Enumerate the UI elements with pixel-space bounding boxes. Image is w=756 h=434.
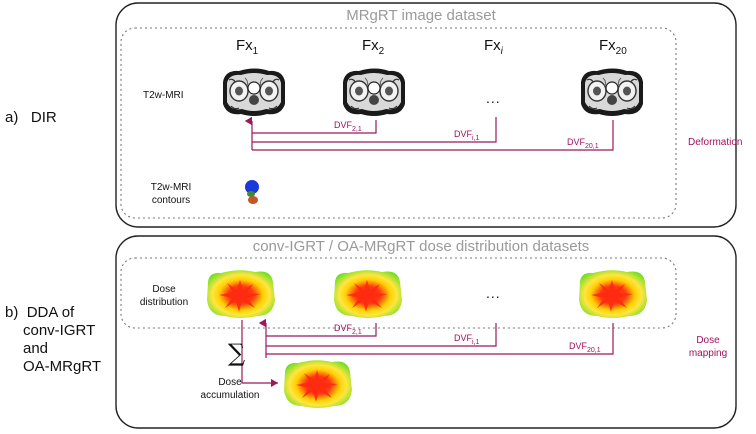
section-b-line2: conv-IGRT	[23, 322, 96, 339]
dvf-2-1-sub-a: 2,1	[352, 125, 362, 133]
mri-fx20-image	[580, 67, 644, 117]
row-t2w-mri-label: T2w-MRI	[143, 90, 184, 101]
dvf-arrows-b	[241, 318, 614, 388]
fx2-sub: 2	[378, 46, 385, 57]
section-a-name: DIR	[30, 109, 57, 126]
section-b-line4: OA-MRgRT	[23, 358, 102, 375]
dvf-20-1-label-b: DVF20,1	[569, 341, 601, 354]
dose-mapping-line1: Dose	[696, 335, 720, 346]
dose-mapping-note: Dose mapping	[686, 334, 730, 360]
mri-fx2-image	[342, 67, 406, 117]
dvf-2-1-base-a: DVF	[334, 120, 352, 130]
dose-accumulation-line1: Dose	[218, 377, 242, 388]
fx1-sub: 1	[252, 46, 259, 57]
section-b-letter: b)	[5, 304, 19, 321]
dose-fx2-image	[334, 270, 402, 318]
dvf-20-1-sub-a: 20,1	[585, 142, 599, 150]
fx1-base: Fx	[236, 37, 253, 54]
contours-image	[245, 180, 259, 204]
fxi-sub: i	[500, 46, 503, 57]
dvf-2-1-base-b: DVF	[334, 323, 352, 333]
dose-mapping-line2: mapping	[688, 348, 728, 359]
panel-a-dashed-group	[120, 27, 677, 219]
row-contours-line2: contours	[151, 195, 191, 206]
row-contours-line1: T2w-MRI	[150, 182, 192, 193]
ellipsis-a: ...	[486, 90, 501, 106]
dvf-20-1-sub-b: 20,1	[587, 346, 601, 354]
dose-accumulation-label: Dose accumulation	[188, 376, 272, 402]
section-a-letter: a)	[5, 109, 19, 126]
row-contours-label: T2w-MRI contours	[143, 181, 199, 207]
row-dose-line1: Dose	[152, 284, 176, 295]
fx20-label: Fx20	[599, 37, 627, 57]
dose-fx1-image	[207, 270, 275, 318]
fxi-label: Fxi	[484, 37, 503, 57]
fx1-label: Fx1	[236, 37, 258, 57]
dvf-2-1-sub-b: 2,1	[352, 328, 362, 336]
row-dose-distribution-label: Dose distribution	[128, 283, 200, 309]
dvf-2-1-label-b: DVF2,1	[334, 323, 362, 336]
dvf-arrows-a	[244, 116, 614, 151]
fx20-base: Fx	[599, 37, 616, 54]
dose-accumulated-image	[284, 360, 352, 408]
dvf-i-1-base-a: DVF	[454, 129, 472, 139]
fx2-label: Fx2	[362, 37, 384, 57]
dose-fx20-image	[579, 270, 647, 318]
ellipsis-b: ...	[486, 285, 501, 301]
panel-b-dashed-group	[120, 257, 677, 329]
deformation-note: Deformation	[688, 137, 743, 148]
panel-a-title: MRgRT image dataset	[346, 7, 496, 24]
dose-accumulation-line2: accumulation	[200, 390, 260, 401]
dvf-i-1-label-a: DVFi,1	[454, 129, 479, 142]
section-b-line3: and	[23, 340, 49, 357]
section-a-label: a) DIR	[5, 109, 57, 127]
panel-b-border	[115, 235, 737, 429]
row-dose-line2: distribution	[139, 297, 189, 308]
dvf-i-1-sub-b: i,1	[472, 338, 480, 346]
dvf-20-1-base-a: DVF	[567, 137, 585, 147]
section-b-line1: DDA of	[26, 304, 75, 321]
panel-a-border	[115, 2, 737, 228]
dvf-20-1-label-a: DVF20,1	[567, 137, 599, 150]
mri-fx1-image	[222, 67, 286, 117]
fx20-sub: 20	[615, 46, 627, 57]
dvf-20-1-base-b: DVF	[569, 341, 587, 351]
section-b-label: b) DDA of conv-IGRT and OA-MRgRT	[5, 304, 101, 376]
panel-b-title: conv-IGRT / OA-MRgRT dose distribution d…	[252, 238, 590, 255]
dvf-i-1-sub-a: i,1	[472, 134, 480, 142]
dvf-2-1-label-a: DVF2,1	[334, 120, 362, 133]
dvf-i-1-label-b: DVFi,1	[454, 333, 479, 346]
sum-symbol: ∑	[228, 339, 246, 367]
fx2-base: Fx	[362, 37, 379, 54]
fxi-base: Fx	[484, 37, 501, 54]
dvf-i-1-base-b: DVF	[454, 333, 472, 343]
